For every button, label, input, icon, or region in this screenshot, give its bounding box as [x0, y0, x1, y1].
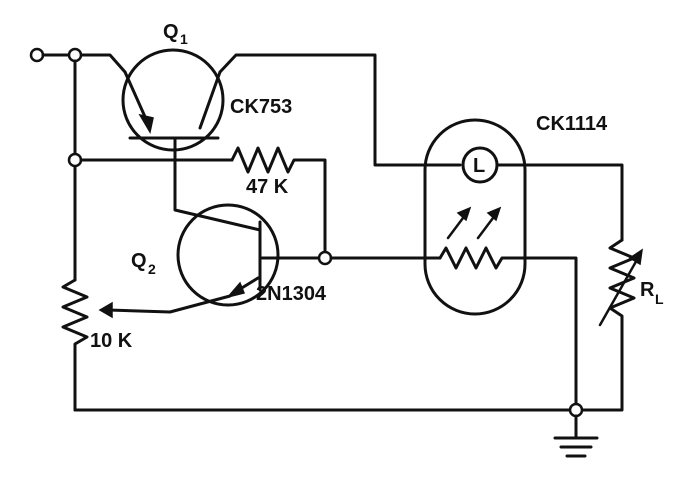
label-q2-sub: 2 — [148, 261, 156, 277]
label-47k: 47 K — [246, 176, 289, 198]
junction-node-q2 — [317, 250, 333, 266]
label-lamp: L — [473, 155, 485, 177]
photoresistor-wire — [329, 256, 578, 406]
junction-node-top — [67, 47, 83, 63]
feedback-wire — [79, 158, 327, 254]
label-q1-part: CK753 — [230, 96, 292, 118]
transistor-q1 — [121, 48, 462, 232]
load-resistor-rl — [598, 238, 643, 332]
label-q1-sub: 1 — [180, 31, 188, 47]
resistor-47k — [230, 146, 300, 174]
label-rl: R — [640, 279, 655, 301]
junction-node-ground — [568, 402, 584, 418]
ground-symbol — [553, 414, 599, 458]
label-photocell: CK1114 — [536, 113, 608, 135]
top-rail-wire — [41, 53, 127, 74]
label-rl-sub: L — [655, 291, 664, 307]
label-10k: 10 K — [90, 330, 133, 352]
junction-node-left — [67, 152, 83, 168]
photocell-ck1114 — [423, 118, 624, 316]
label-q2: Q — [131, 250, 147, 272]
label-q1: Q — [163, 21, 179, 43]
input-terminal — [29, 47, 45, 63]
label-q2-part: 2N1304 — [256, 283, 327, 305]
bottom-rail-wire — [73, 328, 624, 412]
transistor-q2 — [98, 203, 321, 319]
potentiometer-10k — [61, 278, 89, 412]
